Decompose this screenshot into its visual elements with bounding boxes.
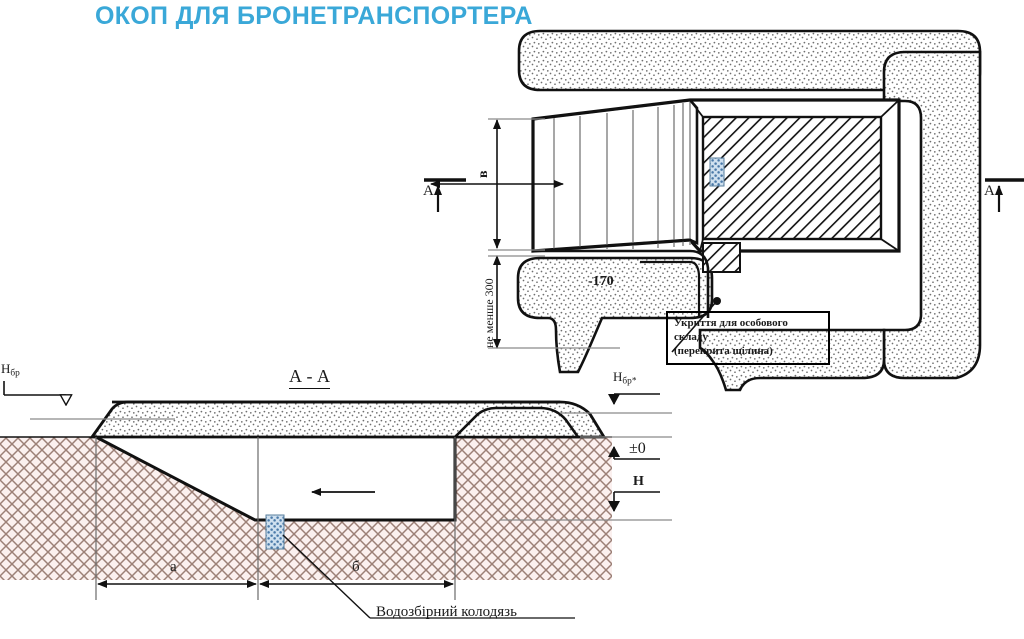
section-view [0,381,672,619]
elev-marker-zero [580,436,672,460]
section-marker-right [985,178,1024,212]
section-label-depth: Н [633,474,644,489]
plan-dim-depth-label: не менше 300 [482,278,496,348]
section-title: А - А [289,366,330,389]
page-title: ОКОП ДЛЯ БРОНЕТРАНСПОРТЕРА [95,2,533,30]
water-well-plan [709,157,725,187]
trench-exit-throat [533,249,710,318]
section-label-left-parapet: Нбр [1,361,20,378]
trench-void [96,437,455,520]
shelter-callout-line3: (перекрита щілина) [674,345,773,357]
water-well-section [265,514,285,550]
elev-marker-left-parapet [3,381,175,420]
soil-body [0,437,612,580]
plan-view [424,29,1024,392]
dimension-chain [95,437,456,600]
section-dim-b-label: б [352,559,360,575]
section-marker-right-letter: А [984,183,995,199]
plan-dim-width-label: в [476,170,491,178]
trench-floor-hatch-small [702,242,741,273]
section-dim-a-label: а [170,559,177,575]
well-caption: Водозбірний колодязь [376,604,517,620]
elev-marker-depth [500,491,672,521]
section-label-right-parapet: Нбр* [613,369,637,386]
parapet-right-band [882,50,982,380]
dimension-width [430,118,564,251]
elev-marker-right-parapet [560,393,672,414]
well-leader [282,534,371,619]
dimension-depth [488,255,620,349]
ramp-crest-edge [532,98,699,253]
section-label-left-parapet-sub: бр [10,368,20,379]
trench-floor-hatched [701,115,883,241]
parapet-crest-right [451,406,581,439]
trench-exit-throat-2 [640,260,701,318]
parapet-bottom-lobe [698,328,886,392]
shelter-callout-line1: Укриття для особового [674,317,788,329]
parapet-left-lobe [516,256,714,374]
section-marker-left-letter: А [423,183,434,199]
ramp-contour-lines [553,101,691,250]
section-label-right-parapet-main: Н [613,369,623,384]
shelter-callout-box: Укриття для особового складу (перекрита … [666,311,830,365]
shelter-callout-line2: складу [674,331,708,343]
section-label-left-parapet-main: Н [1,361,11,376]
callout-leader [671,297,721,353]
section-label-right-parapet-sub: бр* [622,376,637,387]
section-marker-left [424,178,466,212]
plan-elevation-mark: -170 [588,274,614,289]
section-label-zero: ±0 [629,440,646,457]
